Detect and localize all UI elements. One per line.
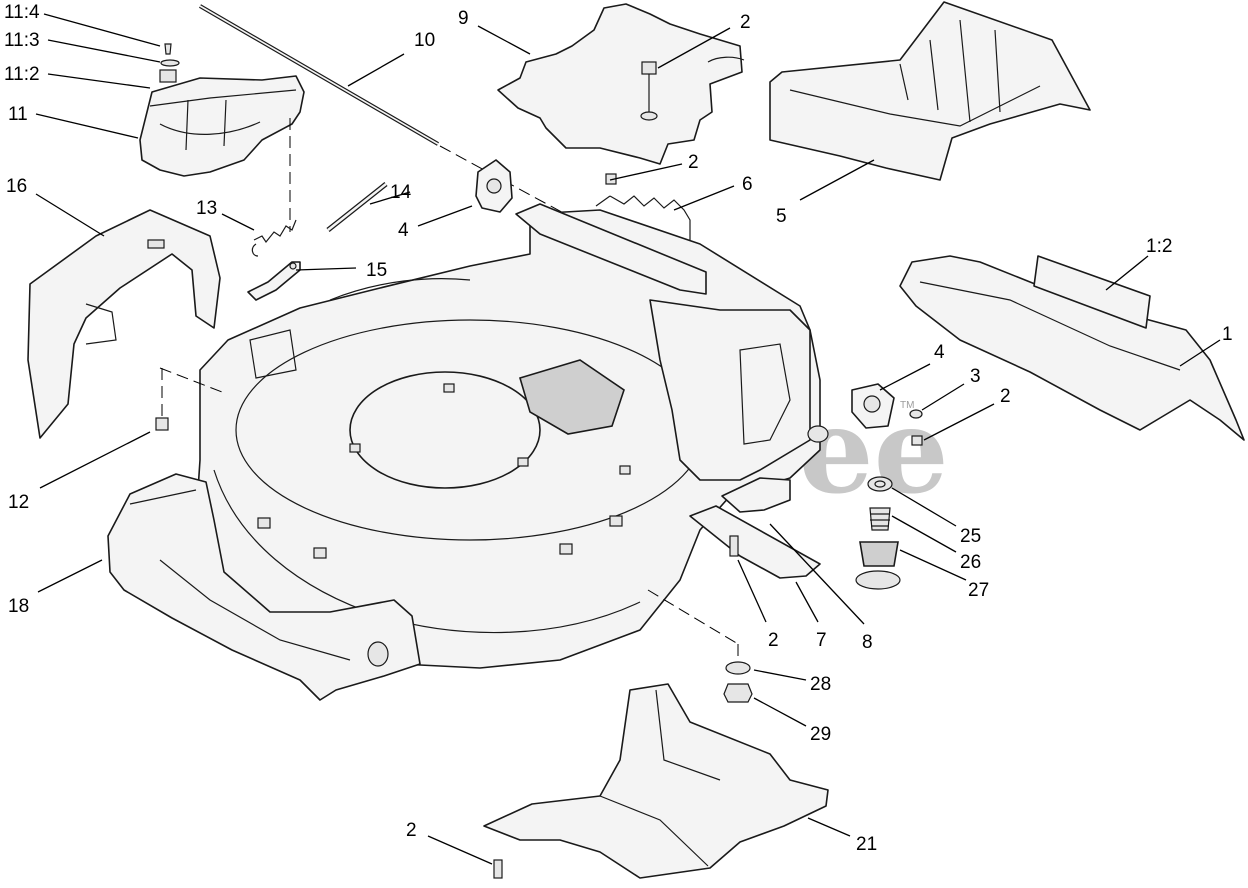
watermark-trademark: TM [900, 400, 914, 411]
callout-2-mid: 2 [688, 152, 699, 173]
callout-14: 14 [390, 182, 412, 203]
callout-4-right: 4 [934, 342, 945, 363]
washer-part-28 [725, 661, 751, 675]
callout-15: 15 [366, 260, 387, 281]
callout-1: 1 [1222, 324, 1233, 345]
plate-part-9 [497, 3, 745, 165]
callout-3: 3 [970, 366, 981, 387]
callout-2-lower: 2 [768, 630, 779, 651]
bracket-part-15 [247, 261, 301, 301]
plate-part-7 [689, 505, 821, 579]
bolt-part-2-right [911, 435, 923, 446]
leader-lines [35, 13, 1221, 865]
callout-13: 13 [196, 198, 217, 219]
callout-21: 21 [856, 834, 877, 855]
callout-11: 11 [8, 104, 28, 125]
spring-part-6 [595, 173, 691, 240]
knob-part-27 [855, 541, 901, 590]
callout-28: 28 [810, 674, 831, 695]
nut-part-29 [723, 683, 753, 703]
bumper-part-18 [107, 473, 421, 701]
callout-11-4: 11:4 [4, 2, 40, 23]
callout-7: 7 [816, 630, 827, 651]
callout-29: 29 [810, 724, 831, 745]
spring-part-13 [251, 219, 297, 257]
callout-9: 9 [458, 8, 469, 29]
callout-25: 25 [960, 526, 981, 547]
callout-2-top: 2 [740, 12, 751, 33]
bag-frame-part-5 [769, 1, 1091, 181]
pivot-bracket-part-4-left [475, 159, 513, 213]
callout-11-2: 11:2 [4, 64, 40, 85]
callout-4-left: 4 [398, 220, 409, 241]
callout-11-3: 11:3 [4, 30, 40, 51]
callout-1-2: 1:2 [1146, 236, 1172, 257]
rod-part-10 [198, 4, 721, 299]
callout-2-bottom: 2 [406, 820, 417, 841]
callout-16: 16 [6, 176, 27, 197]
handle-part-1 [899, 255, 1245, 441]
callout-2-right: 2 [1000, 386, 1011, 407]
pivot-bracket-part-4-right [851, 383, 895, 429]
washer-part-25 [867, 476, 893, 492]
callout-8: 8 [862, 632, 873, 653]
screw-part-12 [155, 417, 169, 431]
callout-27: 27 [968, 580, 989, 601]
spring-part-26 [869, 507, 891, 531]
bolt-part-2-lower [729, 535, 739, 557]
side-cover-part-16 [27, 209, 221, 439]
callout-6: 6 [742, 174, 753, 195]
callout-10: 10 [414, 30, 435, 51]
rod-part-14 [326, 182, 388, 232]
callout-5: 5 [776, 206, 787, 227]
bracket-part-8 [721, 477, 791, 513]
discharge-chute-part-21 [483, 683, 829, 879]
washer-part-3 [909, 409, 923, 419]
callout-12: 12 [8, 492, 29, 513]
mower-deck [195, 203, 829, 669]
callout-26: 26 [960, 552, 981, 573]
top-cover-part-11 [139, 43, 305, 177]
callout-18: 18 [8, 596, 29, 617]
